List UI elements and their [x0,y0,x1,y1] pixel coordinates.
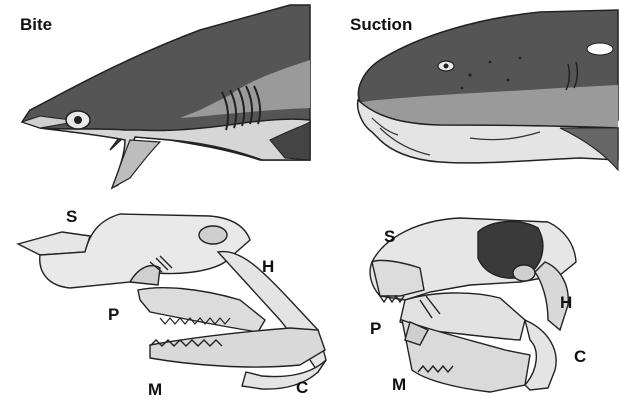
suction-label-m: M [392,375,406,394]
suction-shark-head [358,10,618,170]
bite-skull-diagram [18,214,326,389]
suction-panel-title: Suction [350,15,412,34]
suction-label-p: P [370,319,381,338]
bite-panel-title: Bite [20,15,52,34]
spiracle-icon [587,43,613,55]
bite-label-s: S [66,207,77,226]
suction-skull-diagram [370,218,576,392]
bite-label-p: P [108,305,119,324]
bite-label-h: H [262,257,274,276]
suction-label-s: S [384,227,395,246]
bite-label-m: M [148,380,162,399]
bite-label-c: C [296,378,308,397]
suction-label-h: H [560,293,572,312]
suction-label-c: C [574,347,586,366]
bite-shark-head [22,5,310,188]
